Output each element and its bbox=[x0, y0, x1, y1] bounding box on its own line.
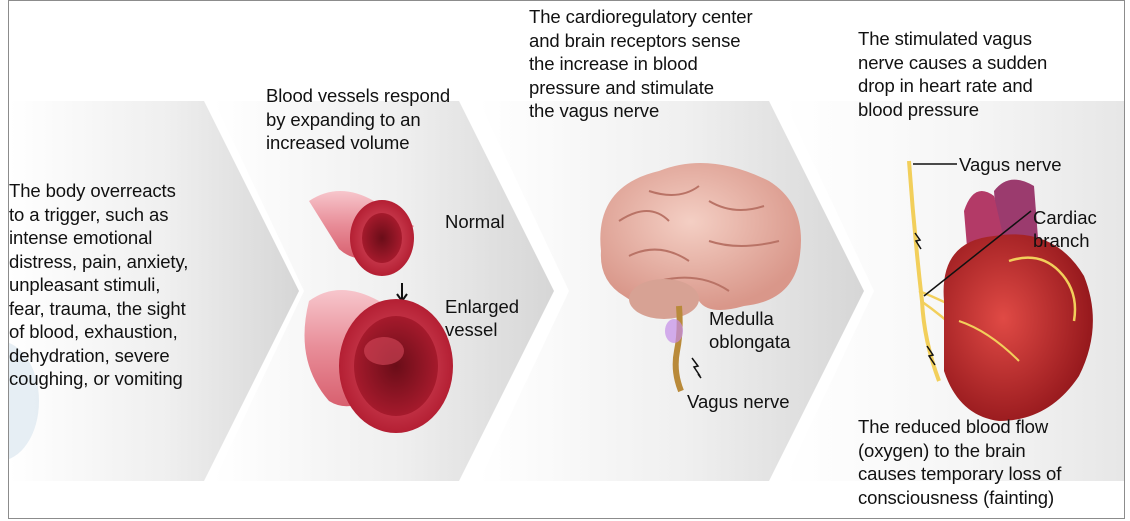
step-4-text: The stimulated vagus nerve causes a sudd… bbox=[858, 27, 1047, 121]
enlarged-vessel-label: Enlarged vessel bbox=[445, 295, 519, 341]
normal-vessel-label: Normal bbox=[445, 210, 505, 233]
step-2-text: Blood vessels respond by expanding to an… bbox=[266, 84, 450, 155]
step-1-text: The body overreacts to a trigger, such a… bbox=[9, 179, 188, 391]
diagram-frame: The body overreacts to a trigger, such a… bbox=[8, 0, 1125, 519]
medulla-label: Medulla oblongata bbox=[709, 307, 790, 353]
vagus-nerve-label-brain: Vagus nerve bbox=[687, 390, 790, 413]
cardiac-branch-label: Cardiac branch bbox=[1033, 206, 1097, 252]
step-5-text: The reduced blood flow (oxygen) to the b… bbox=[858, 415, 1061, 509]
step-3-text: The cardioregulatory center and brain re… bbox=[529, 5, 753, 123]
vagus-nerve-label-heart: Vagus nerve bbox=[959, 153, 1062, 176]
